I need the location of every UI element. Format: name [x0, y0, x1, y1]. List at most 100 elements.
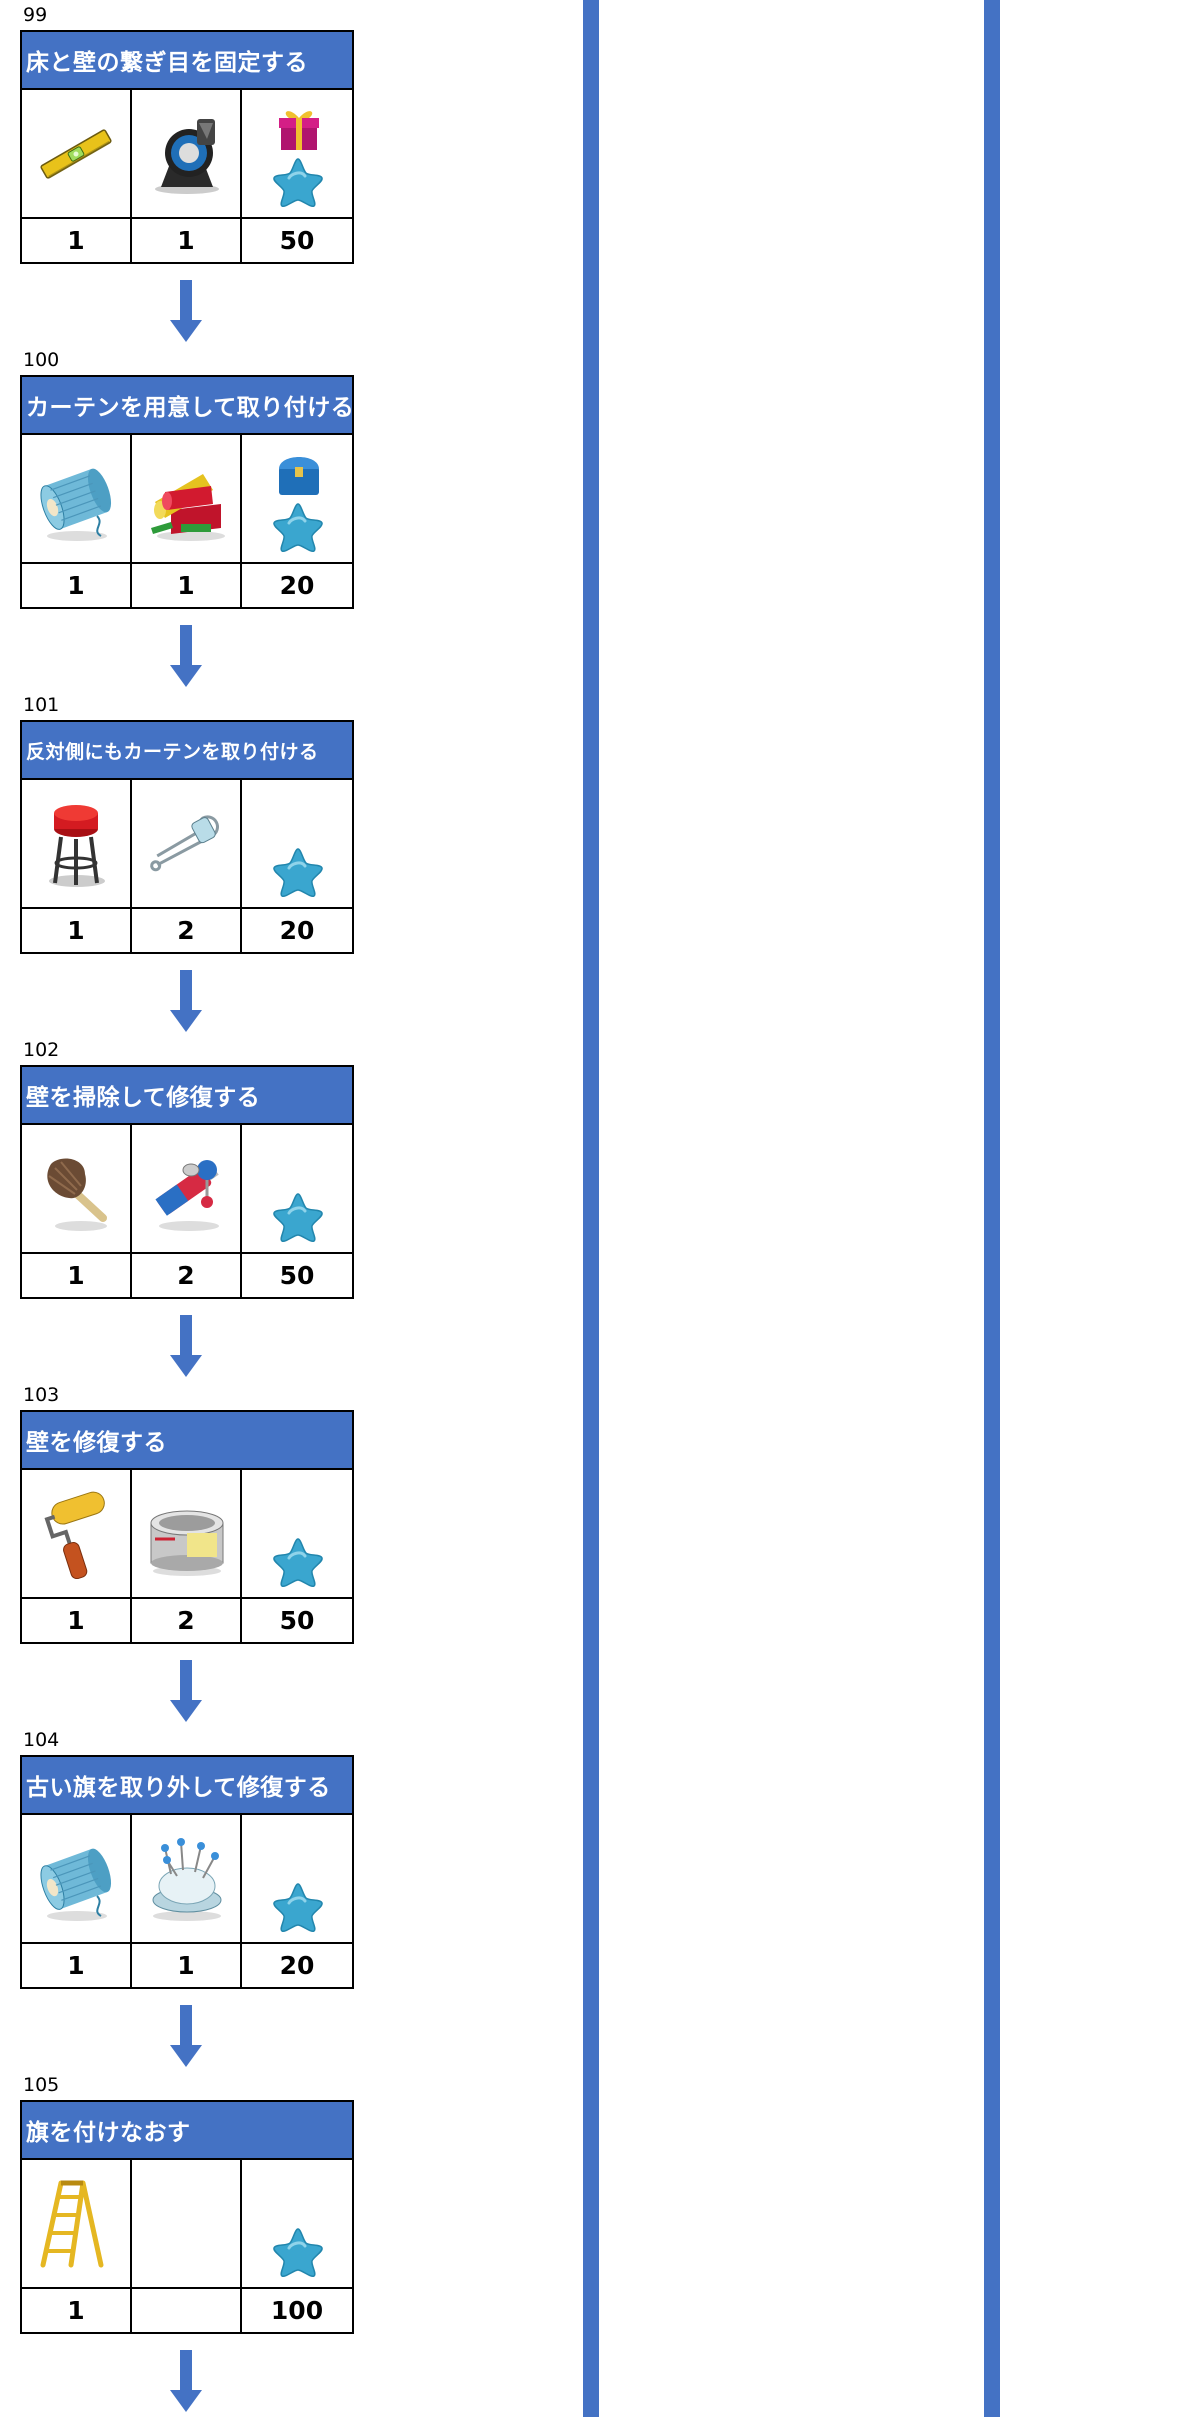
item-count: 1 [67, 571, 85, 600]
blue-star-icon [271, 846, 325, 898]
item-count: 1 [177, 571, 195, 600]
item-count-cell: 2 [132, 1599, 242, 1642]
reward-cell [242, 1470, 352, 1597]
item-cell [22, 780, 132, 907]
stool-icon [28, 789, 124, 899]
item-count: 1 [67, 916, 85, 945]
reward-count: 50 [279, 226, 315, 255]
thread-spool-icon [28, 444, 124, 554]
item-count-cell: 1 [22, 1599, 132, 1642]
item-count: 1 [67, 1951, 85, 1980]
items-row [22, 1470, 352, 1599]
spirit-level-icon [28, 99, 124, 209]
reward-count-cell: 50 [242, 1254, 352, 1297]
item-count-cell: 1 [22, 1944, 132, 1987]
reward-count-cell: 20 [242, 564, 352, 607]
reward-count: 20 [279, 571, 315, 600]
step-number: 104 [23, 1729, 60, 1751]
reward-cell [242, 1815, 352, 1942]
item-cell [22, 90, 132, 217]
step-title: 壁を修復する [22, 1412, 352, 1470]
down-arrow-icon [170, 280, 202, 342]
counts-row: 1 1 20 [22, 564, 352, 607]
paint-roller-icon [28, 1479, 124, 1589]
reward-count: 20 [279, 1951, 315, 1980]
thread-spool-icon [28, 1824, 124, 1934]
item-count-cell: 1 [22, 2289, 132, 2332]
glue-tube-icon [138, 1134, 234, 1244]
item-cell [132, 90, 242, 217]
item-cell [22, 1815, 132, 1942]
blue-star-icon [271, 1536, 325, 1588]
down-arrow-icon [170, 1315, 202, 1377]
counts-row: 1 100 [22, 2289, 352, 2332]
safety-pin-icon [138, 789, 234, 899]
item-count: 1 [177, 1951, 195, 1980]
reward-count: 20 [279, 916, 315, 945]
item-count-cell [132, 2289, 242, 2332]
item-count-cell: 2 [132, 1254, 242, 1297]
reward-cell [242, 435, 352, 562]
item-count-cell: 2 [132, 909, 242, 952]
step-title: 床と壁の繋ぎ目を固定する [22, 32, 352, 90]
item-cell [132, 435, 242, 562]
step-card: 旗を付けなおす 1 100 [20, 2100, 354, 2334]
gift-box-icon [275, 102, 323, 154]
item-count-cell: 1 [22, 219, 132, 262]
step-number: 101 [23, 694, 60, 716]
blue-star-icon [271, 156, 325, 208]
item-count-cell: 1 [132, 564, 242, 607]
down-arrow-icon [170, 970, 202, 1032]
pin-cushion-icon [138, 1824, 234, 1934]
step-card: 床と壁の繋ぎ目を固定する 1 1 50 [20, 30, 354, 264]
reward-cell [242, 780, 352, 907]
reward-count: 100 [270, 2296, 324, 2325]
step-number: 102 [23, 1039, 60, 1061]
counts-row: 1 2 20 [22, 909, 352, 952]
item-cell [132, 1815, 242, 1942]
step-title: カーテンを用意して取り付ける [22, 377, 352, 435]
step-card: カーテンを用意して取り付ける 1 1 20 [20, 375, 354, 609]
reward-count-cell: 20 [242, 1944, 352, 1987]
ladder-icon [28, 2169, 124, 2279]
item-cell [132, 2160, 242, 2287]
reward-count-cell: 50 [242, 219, 352, 262]
blue-star-icon [271, 2226, 325, 2278]
step-number: 103 [23, 1384, 60, 1406]
items-row [22, 90, 352, 219]
step-title: 古い旗を取り外して修復する [22, 1757, 352, 1815]
item-cell [22, 2160, 132, 2287]
step-card: 古い旗を取り外して修復する 1 1 20 [20, 1755, 354, 1989]
step-number: 99 [23, 4, 48, 26]
item-cell [132, 1470, 242, 1597]
item-count: 1 [67, 1606, 85, 1635]
item-count: 2 [177, 1261, 195, 1290]
reward-cell [242, 1125, 352, 1252]
reward-count-cell: 100 [242, 2289, 352, 2332]
fabric-rolls-icon [138, 444, 234, 554]
down-arrow-icon [170, 625, 202, 687]
blue-chest-icon [275, 447, 323, 499]
items-row [22, 435, 352, 564]
counts-row: 1 1 50 [22, 219, 352, 262]
items-row [22, 2160, 352, 2289]
reward-cell [242, 2160, 352, 2287]
item-count: 1 [177, 226, 195, 255]
item-cell [132, 780, 242, 907]
reward-count: 50 [279, 1261, 315, 1290]
items-row [22, 1125, 352, 1254]
blue-star-icon [271, 1191, 325, 1243]
item-cell [132, 1125, 242, 1252]
item-count-cell: 1 [22, 909, 132, 952]
items-row [22, 780, 352, 909]
paint-can-icon [138, 1479, 234, 1589]
blue-star-icon [271, 501, 325, 553]
item-count-cell: 1 [132, 219, 242, 262]
blue-star-icon [271, 1881, 325, 1933]
counts-row: 1 1 20 [22, 1944, 352, 1987]
step-title: 旗を付けなおす [22, 2102, 352, 2160]
